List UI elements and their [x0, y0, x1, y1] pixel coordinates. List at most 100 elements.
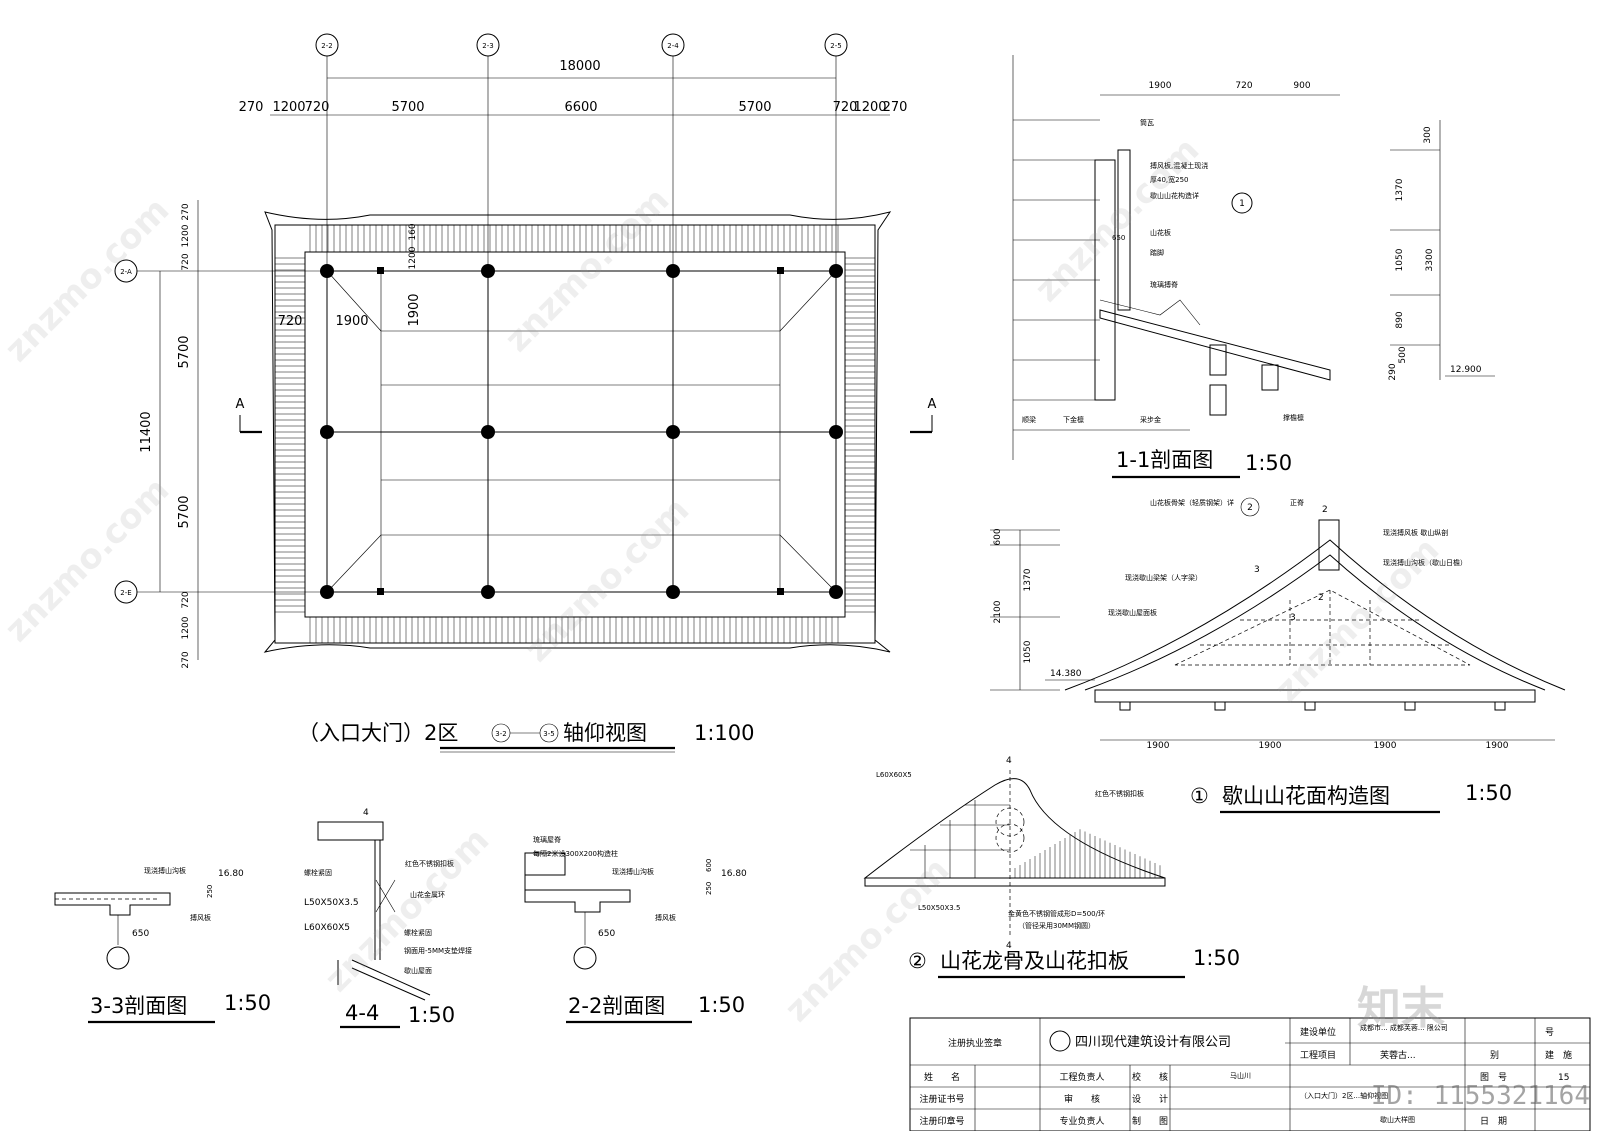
svg-text:270: 270 [239, 100, 264, 115]
svg-text:搏风板: 搏风板 [655, 913, 676, 922]
svg-text:3-2: 3-2 [495, 730, 506, 738]
svg-text:现浇搏山沟板: 现浇搏山沟板 [144, 866, 186, 875]
svg-text:2-4: 2-4 [667, 42, 679, 50]
plan-view: 2-2 2-3 2-4 2-5 18000 270 1200 720 5700 … [114, 33, 937, 753]
svg-text:4: 4 [363, 808, 369, 818]
svg-text:14.380: 14.380 [1050, 669, 1082, 679]
svg-text:300: 300 [1423, 126, 1433, 143]
svg-text:马山川: 马山川 [1230, 1071, 1251, 1080]
sec44-title: 4-4 [345, 1001, 379, 1025]
svg-text:600: 600 [705, 859, 713, 872]
svg-text:890: 890 [1395, 311, 1405, 328]
svg-text:制 图: 制 图 [1132, 1115, 1168, 1127]
section-4-4: 4 螺栓紧固 红色不锈钢扣板 山花金属环 L50X50X3.5 L60X60X5… [304, 808, 472, 1029]
svg-text:1900: 1900 [1374, 741, 1397, 751]
svg-text:筒瓦: 筒瓦 [1140, 118, 1154, 127]
section-2-2: 琉璃屋脊 每隔2米设300X200构造柱 现浇搏山沟板 搏风板 16.80 25… [524, 835, 747, 1024]
svg-text:歇山山花构造详: 歇山山花构造详 [1150, 191, 1199, 200]
svg-text:1370: 1370 [1395, 178, 1405, 201]
svg-text:1900: 1900 [407, 293, 422, 326]
section11-title: 1-1剖面图 [1116, 448, 1213, 472]
dim-chain-top: 270 1200 720 5700 6600 5700 720 1200 270 [239, 100, 908, 115]
svg-text:山花板骨架（轻质钢架）详: 山花板骨架（轻质钢架）详 [1150, 498, 1234, 507]
svg-text:600: 600 [993, 528, 1003, 545]
keel-cover-hatch [1014, 829, 1161, 878]
svg-text:720: 720 [278, 314, 303, 329]
section-3-3: 现浇搏山沟板 搏风板 16.80 250 650 3-3剖面图 1:50 [54, 866, 271, 1024]
svg-text:撑檐檩: 撑檐檩 [1283, 413, 1304, 422]
svg-text:6600: 6600 [564, 100, 597, 115]
svg-text:2: 2 [1322, 505, 1328, 515]
svg-text:A: A [236, 397, 245, 412]
svg-text:4: 4 [1006, 756, 1012, 766]
axis-bubble-2-5: 2-5 [824, 33, 848, 265]
svg-text:12.900: 12.900 [1450, 365, 1482, 375]
svg-text:720: 720 [833, 100, 858, 115]
svg-text:1:50: 1:50 [224, 991, 271, 1015]
svg-text:2-2: 2-2 [321, 42, 332, 50]
svg-text:审 核: 审 核 [1064, 1093, 1100, 1105]
svg-text:4: 4 [1006, 941, 1012, 951]
svg-text:注册执业签章: 注册执业签章 [948, 1037, 1002, 1049]
svg-text:5700: 5700 [391, 100, 424, 115]
plan-title: （入口大门）2区 3-2 3-5 轴仰视图 1:100 [298, 721, 755, 753]
svg-text:别: 别 [1490, 1050, 1499, 1061]
svg-text:设 计: 设 计 [1132, 1093, 1168, 1105]
gable-labels: 山花板骨架（轻质钢架）详 正脊 现浇搏风板 歇山纵剖 现浇搏山沟板（歇山日檐） … [1108, 498, 1467, 617]
watermark-brand: 知末 [1357, 983, 1445, 1034]
svg-text:650: 650 [598, 929, 615, 939]
title-block: 注册执业签章 四川现代建筑设计有限公司 建设单位 成都市... 成都芙蓉... … [909, 1017, 1591, 1131]
svg-text:专业负责人: 专业负责人 [1059, 1115, 1104, 1127]
svg-text:1900: 1900 [1486, 741, 1509, 751]
company-name: 四川现代建筑设计有限公司 [1075, 1034, 1231, 1050]
svg-text:1:50: 1:50 [1465, 781, 1512, 805]
svg-text:1200: 1200 [272, 100, 305, 115]
svg-text:建设单位: 建设单位 [1300, 1026, 1336, 1038]
axis-bubble-2-4: 2-4 [661, 33, 685, 265]
svg-text:250: 250 [705, 882, 713, 895]
axis-bubble-2-3: 2-3 [476, 33, 500, 265]
svg-text:现浇搏山沟板: 现浇搏山沟板 [612, 867, 654, 876]
svg-text:2: 2 [1318, 593, 1324, 603]
svg-text:290: 290 [1388, 363, 1398, 380]
svg-text:山花金属环: 山花金属环 [410, 890, 445, 899]
svg-text:900: 900 [1293, 81, 1310, 91]
svg-text:校 核: 校 核 [1132, 1071, 1168, 1083]
svg-text:注册证书号: 注册证书号 [919, 1093, 964, 1105]
svg-text:琉璃屋脊: 琉璃屋脊 [533, 835, 561, 844]
svg-text:L50X50X3.5: L50X50X3.5 [304, 898, 359, 908]
svg-text:下金檩: 下金檩 [1063, 415, 1084, 424]
svg-text:1370: 1370 [1023, 568, 1033, 591]
svg-text:5700: 5700 [177, 335, 192, 368]
svg-text:5700: 5700 [177, 495, 192, 528]
svg-text:采步金: 采步金 [1140, 415, 1161, 424]
svg-text:日 期: 日 期 [1480, 1116, 1507, 1127]
gable-title: 歇山山花面构造图 [1222, 784, 1390, 808]
svg-text:3: 3 [1290, 613, 1296, 623]
rafter-hatch [275, 225, 875, 643]
svg-text:5700: 5700 [738, 100, 771, 115]
svg-text:搏风板,混凝土现浇: 搏风板,混凝土现浇 [1150, 161, 1208, 170]
svg-text:踏脚: 踏脚 [1150, 248, 1164, 257]
svg-text:红色不锈钢扣板: 红色不锈钢扣板 [405, 859, 454, 868]
svg-text:成都市... 成都芙蓉... 限公司: 成都市... 成都芙蓉... 限公司 [1360, 1023, 1448, 1032]
svg-text:（管径采用30MM钢圆）: （管径采用30MM钢圆） [1018, 921, 1095, 930]
svg-text:琉璃搏脊: 琉璃搏脊 [1150, 280, 1178, 289]
svg-text:建 施: 建 施 [1545, 1049, 1572, 1061]
svg-text:2: 2 [1247, 503, 1253, 513]
svg-text:（入口大门）2区: （入口大门）2区 [298, 721, 458, 745]
svg-text:红色不锈钢扣板: 红色不锈钢扣板 [1095, 789, 1144, 798]
svg-text:L60X60X5: L60X60X5 [304, 923, 350, 933]
svg-text:现浇搏风板 歇山纵剖: 现浇搏风板 歇山纵剖 [1383, 528, 1448, 537]
svg-text:270: 270 [181, 203, 191, 220]
svg-text:顺梁: 顺梁 [1022, 415, 1036, 424]
gable-elevation: 1900 1900 1900 1900 600 1370 2100 1050 1… [990, 497, 1566, 814]
svg-text:1200: 1200 [408, 246, 418, 269]
svg-text:270: 270 [883, 100, 908, 115]
svg-text:720: 720 [181, 253, 191, 270]
svg-text:1200: 1200 [853, 100, 886, 115]
svg-text:工程项目: 工程项目 [1300, 1050, 1336, 1061]
watermark-id: ID: 1155321164 [1370, 1081, 1590, 1111]
keel-title: 山花龙骨及山花扣板 [940, 949, 1129, 973]
svg-text:轴仰视图: 轴仰视图 [563, 721, 647, 745]
